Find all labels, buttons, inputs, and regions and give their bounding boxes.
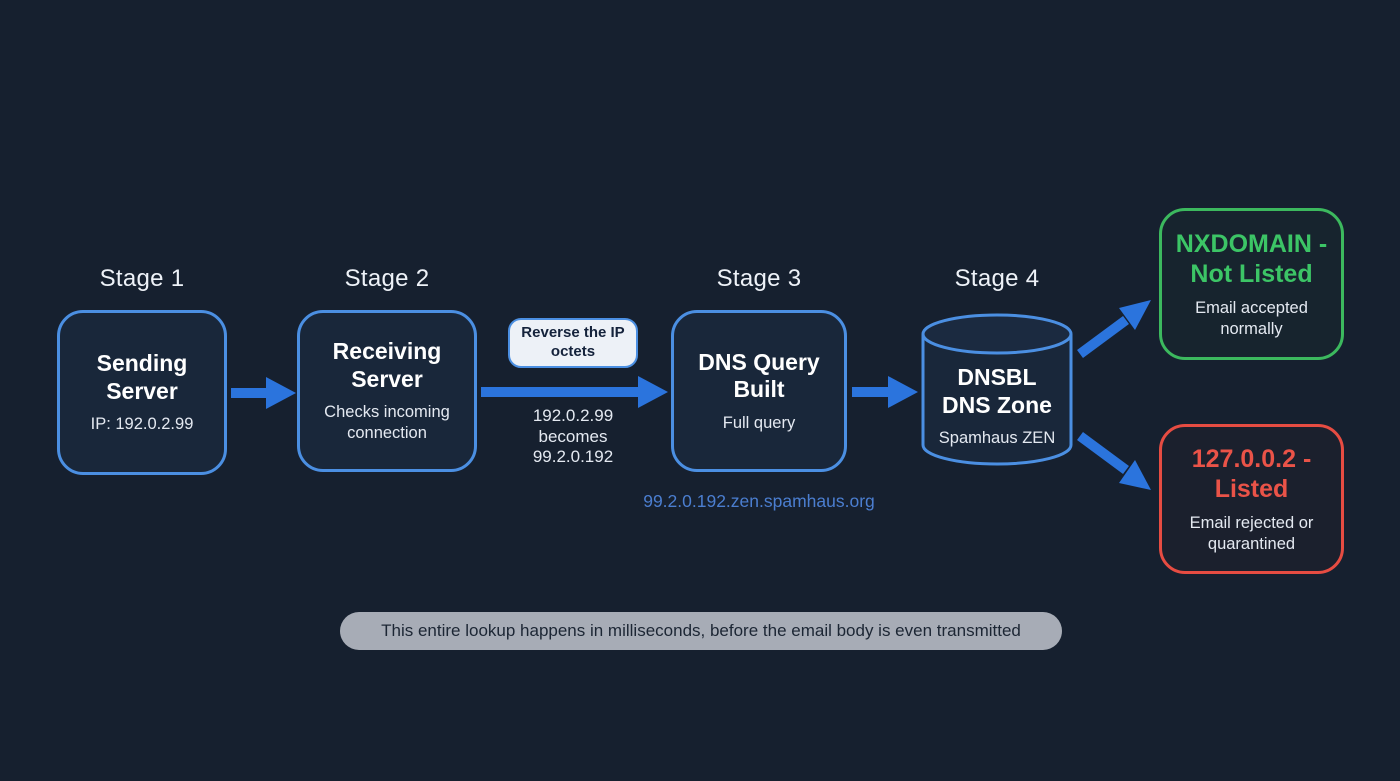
dns-query-subtitle: Full query (722, 413, 796, 432)
footer-note: This entire lookup happens in millisecon… (340, 612, 1062, 650)
dnsbl-zone-title: DNSBL DNS Zone (942, 364, 1052, 418)
database-cylinder-icon (921, 313, 1073, 466)
reverse-octets-badge: Reverse the IP octets (508, 318, 638, 368)
dns-query-node: DNS Query Built Full query (671, 310, 847, 472)
receiving-server-subtitle: Checks incoming connection (324, 403, 450, 443)
stage-4-label: Stage 4 (954, 265, 1040, 292)
octet-transform-text: 192.0.2.99 becomes 99.2.0.192 (532, 406, 614, 467)
stage-3-label: Stage 3 (716, 265, 802, 292)
dns-query-title: DNS Query Built (698, 348, 820, 403)
sending-server-title: Sending Server (96, 350, 188, 404)
dnsbl-zone-subtitle: Spamhaus ZEN (938, 429, 1056, 448)
outcome-listed-title: 127.0.0.2 - Listed (1191, 444, 1312, 503)
receiving-server-title: Receiving Server (332, 338, 442, 392)
outcome-not-listed-node: NXDOMAIN - Not Listed Email accepted nor… (1159, 208, 1344, 360)
outcome-listed-subtitle: Email rejected or quarantined (1189, 513, 1314, 553)
receiving-server-node: Receiving Server Checks incoming connect… (297, 310, 477, 472)
arrow-zone-notlisted (1077, 315, 1129, 359)
outcome-listed-node: 127.0.0.2 - Listed Email rejected or qua… (1159, 424, 1344, 574)
dns-query-hostname: 99.2.0.192.zen.spamhaus.org (643, 491, 875, 511)
arrow-zone-listed (1077, 431, 1129, 475)
stage-2-label: Stage 2 (344, 265, 430, 292)
dnsbl-zone-node: DNSBL DNS Zone Spamhaus ZEN (920, 312, 1074, 468)
outcome-not-listed-subtitle: Email accepted normally (1195, 298, 1308, 338)
stage-1-label: Stage 1 (99, 265, 185, 292)
sending-server-node: Sending Server IP: 192.0.2.99 (57, 310, 227, 475)
sending-server-subtitle: IP: 192.0.2.99 (90, 415, 194, 434)
outcome-not-listed-title: NXDOMAIN - Not Listed (1175, 229, 1328, 288)
